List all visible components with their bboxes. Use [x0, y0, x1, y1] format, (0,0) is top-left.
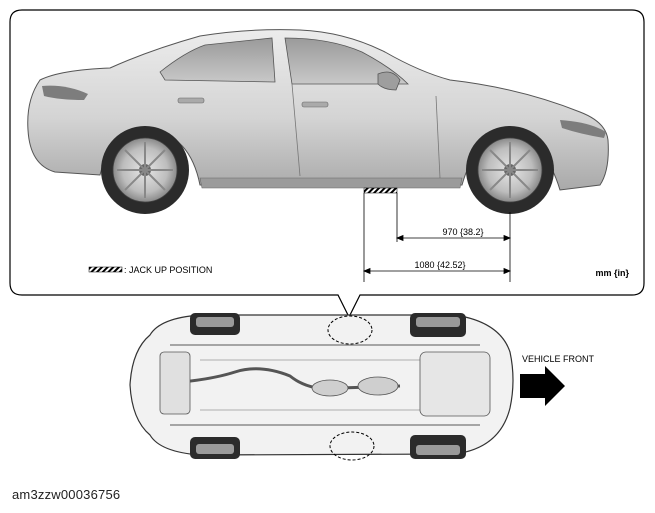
side-jack-up-marker: [363, 187, 398, 194]
unit-label: mm {in}: [595, 268, 629, 278]
dimension-total-label: 1080 {42.52}: [414, 260, 465, 270]
figure-id: am3zzw00036756: [12, 487, 121, 502]
legend-jack-up-label: : JACK UP POSITION: [124, 265, 212, 275]
vehicle-front-label: VEHICLE FRONT: [522, 354, 595, 364]
dimension-lines: [362, 193, 512, 282]
car-underbody-view: [129, 313, 514, 459]
jack-point-bottom-circle: [329, 431, 375, 461]
car-side-view: [27, 29, 609, 214]
dimension-front-label: 970 {38.2}: [442, 227, 483, 237]
jack-point-top-circle: [327, 315, 373, 345]
legend-hatch-swatch: [88, 266, 123, 273]
vehicle-front-arrow: [520, 366, 565, 406]
